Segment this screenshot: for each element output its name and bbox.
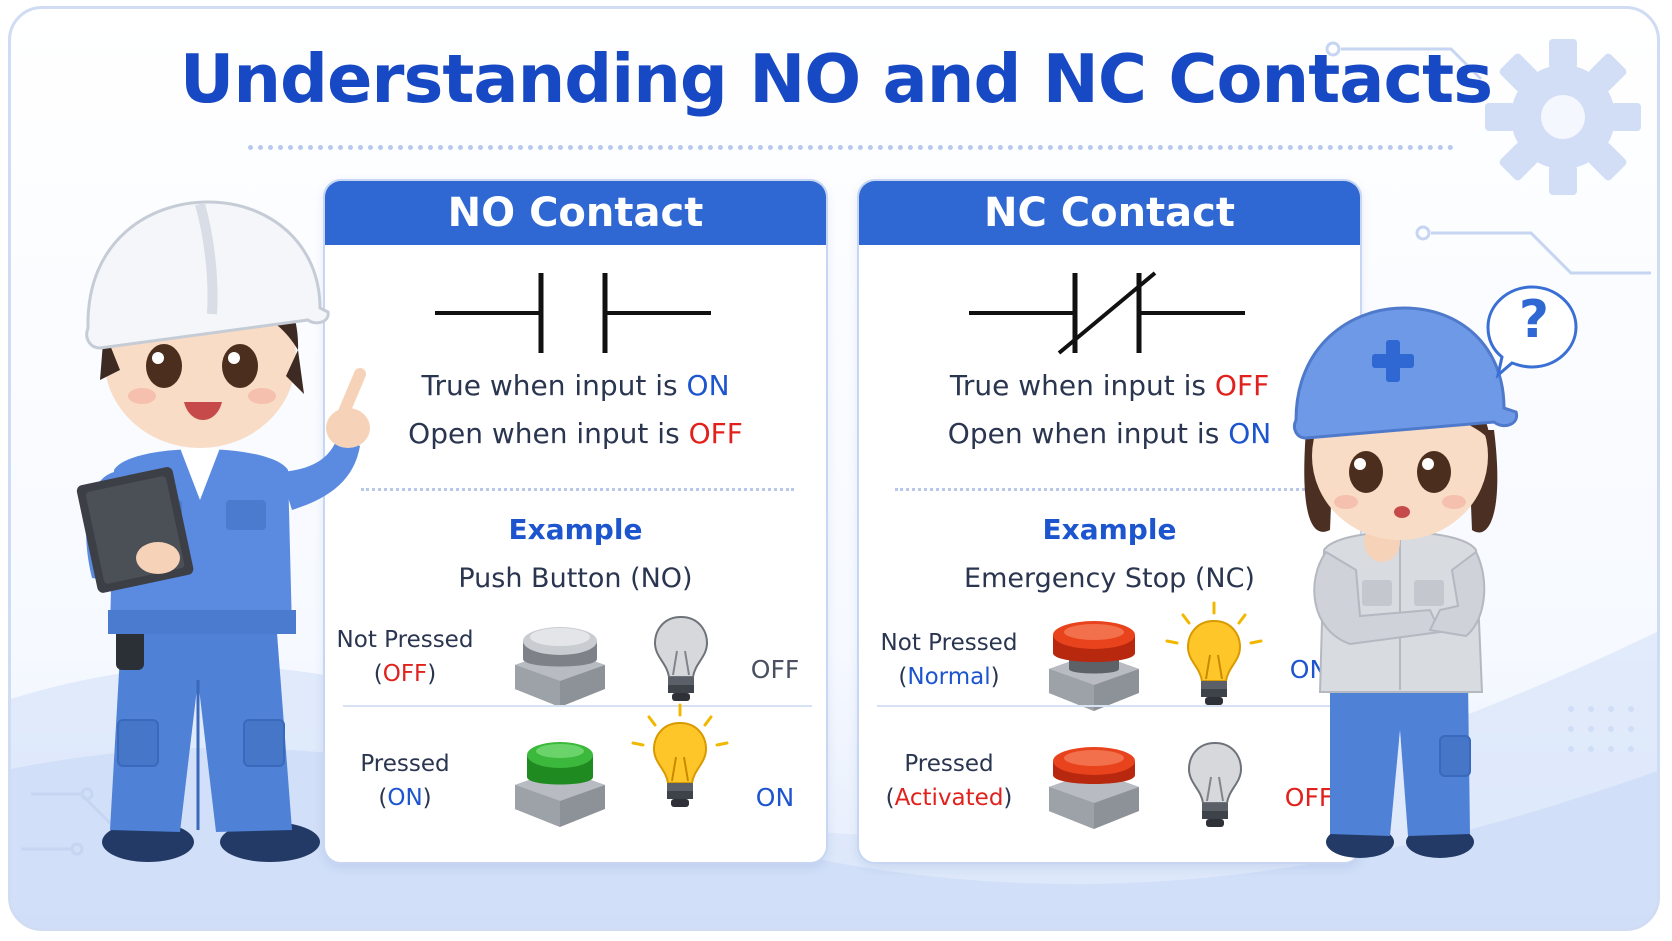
no-example-label: Example — [508, 513, 643, 546]
question-mark: ? — [1518, 290, 1550, 350]
nc-line1-state: OFF — [1214, 369, 1270, 402]
no-row2-state: Pressed (ON) — [325, 747, 485, 815]
nc-example-name: Emergency Stop (NC) — [964, 563, 1255, 594]
nc-row2-label: Pressed — [904, 751, 994, 777]
no-line-open: Open when input is OFF — [325, 417, 826, 450]
nc-row1-label: Not Pressed — [880, 630, 1018, 656]
nc-row2-result: OFF — [1284, 783, 1334, 812]
light-bulb-off-icon — [1187, 741, 1243, 827]
nc-line2-text: Open when input is — [947, 417, 1229, 450]
nc-row1-state: Not Pressed (Normal) — [869, 626, 1029, 694]
nc-row1-sub: Normal — [907, 664, 991, 690]
engineer-boy-illustration — [76, 200, 370, 862]
nc-line-open: Open when input is ON — [859, 417, 1360, 450]
gear-icon — [1485, 39, 1641, 195]
light-bulb-off-icon — [653, 615, 709, 701]
no-row1-state: Not Pressed (OFF) — [325, 623, 485, 691]
no-line-true: True when input is ON — [325, 369, 826, 402]
nc-line2-state: ON — [1228, 417, 1272, 450]
nc-row2-sub: Activated — [894, 785, 1004, 811]
no-line1-text: True when input is — [421, 369, 687, 402]
no-line2-state: OFF — [688, 417, 743, 450]
no-row2-sub: ON — [387, 785, 423, 811]
question-bubble-icon — [1486, 285, 1578, 380]
title-divider — [248, 145, 1454, 150]
no-example-name: Push Button (NO) — [458, 563, 693, 594]
no-row2-result: ON — [755, 783, 795, 812]
no-row2-label: Pressed — [360, 751, 450, 777]
no-contact-card: NO Contact True when input is ON Open wh… — [323, 179, 828, 864]
engineer-girl-illustration — [1292, 306, 1519, 858]
nc-contact-symbol-icon — [969, 271, 1245, 355]
no-card-header: NO Contact — [325, 181, 826, 245]
nc-dotted-divider — [895, 488, 1328, 491]
nc-row2-state: Pressed (Activated) — [869, 747, 1029, 815]
light-bulb-on-icon — [631, 703, 729, 807]
red-emergency-stop-button-pressed-icon — [1049, 747, 1139, 829]
gray-push-button-icon — [515, 627, 605, 707]
no-row1-label: Not Pressed — [336, 627, 474, 653]
no-dotted-divider — [361, 488, 794, 491]
nc-contact-card: NC Contact True when input is OFF Open w… — [857, 179, 1362, 864]
nc-card-header: NC Contact — [859, 181, 1360, 245]
green-push-button-icon — [515, 742, 605, 827]
red-emergency-stop-button-icon — [1049, 621, 1139, 711]
no-line1-state: ON — [686, 369, 730, 402]
nc-line-true: True when input is OFF — [859, 369, 1360, 402]
nc-row-divider — [877, 705, 1346, 707]
light-bulb-on-icon — [1165, 601, 1263, 705]
no-row1-sub: OFF — [382, 661, 428, 687]
no-row1-result: OFF — [750, 655, 800, 684]
page-title: Understanding NO and NC Contacts — [179, 40, 1493, 118]
no-contact-symbol-icon — [435, 273, 711, 353]
no-line2-text: Open when input is — [408, 417, 689, 450]
cross-emblem-icon — [1372, 340, 1414, 382]
nc-example-label: Example — [1042, 513, 1177, 546]
no-row-divider — [343, 705, 812, 707]
nc-line1-text: True when input is — [949, 369, 1215, 402]
